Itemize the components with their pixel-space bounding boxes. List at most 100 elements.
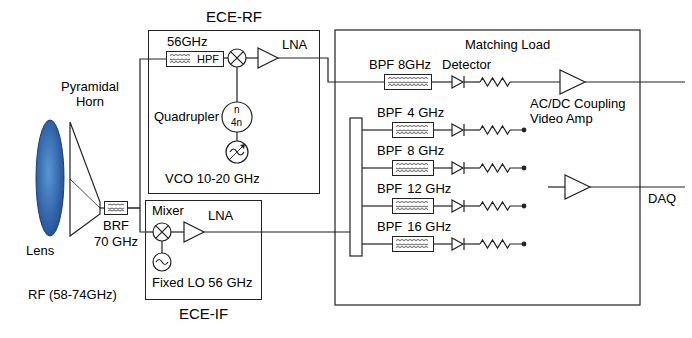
if-chain xyxy=(153,253,171,271)
detector-row xyxy=(480,164,522,172)
filter-wave xyxy=(396,202,428,203)
filter-label: BPF 8GHz xyxy=(369,58,431,73)
rf-chain xyxy=(231,52,244,65)
module-title: ECE-RF xyxy=(206,8,262,25)
filter-symbol xyxy=(393,161,433,175)
detector-row xyxy=(522,242,526,246)
filter-wave xyxy=(396,206,428,207)
filter-label: 8 GHz xyxy=(407,144,444,159)
filter-box: BPF 8GHz xyxy=(384,74,432,90)
detector-row xyxy=(480,202,522,210)
filter-label: 56GHz xyxy=(167,35,207,50)
label-text: Lens xyxy=(26,244,54,259)
detector-row xyxy=(464,167,480,168)
label-text: Matching Load xyxy=(465,38,550,53)
detector-row xyxy=(480,126,522,134)
filter-symbol xyxy=(393,199,433,213)
detector-row xyxy=(480,78,522,86)
filter-label: BPF xyxy=(377,220,402,235)
signal-wire xyxy=(128,59,166,208)
rf-chain xyxy=(236,132,237,141)
detector-rows xyxy=(362,76,526,250)
filter-label: BPF xyxy=(377,182,402,197)
module-title: 70 GHz xyxy=(94,235,138,250)
module-title: BRF xyxy=(103,219,129,234)
if-chain xyxy=(171,231,184,232)
if-chain xyxy=(156,226,169,239)
filter-wave xyxy=(396,133,428,134)
filter-label: 16 GHz xyxy=(407,220,451,235)
filter-wave xyxy=(396,126,428,127)
rf-chain xyxy=(226,141,248,163)
filter-wave xyxy=(396,130,428,131)
label-text: Mixer xyxy=(152,204,184,219)
label-text: Fixed LO 56 GHz xyxy=(152,276,252,291)
rf-chain xyxy=(222,48,320,163)
detector-row xyxy=(452,200,463,212)
rf-chain xyxy=(236,67,237,102)
detector-box xyxy=(565,175,590,199)
pyramidal-horn xyxy=(70,122,104,236)
filter-symbol xyxy=(393,237,433,251)
detector-row xyxy=(362,200,526,212)
filter-symbol xyxy=(105,202,127,214)
detector-row xyxy=(362,124,526,136)
detector-row xyxy=(362,238,526,250)
detector-row xyxy=(434,243,452,244)
rf-chain xyxy=(229,144,245,160)
label-text: LNA xyxy=(282,38,307,53)
detector-row xyxy=(432,76,522,88)
detector-row xyxy=(434,129,452,130)
filter-box: BPF12 GHz xyxy=(392,198,434,214)
detector-row xyxy=(522,204,526,208)
filter-label: 4 GHz xyxy=(407,106,444,121)
detector-box xyxy=(590,186,685,187)
filter-symbol xyxy=(385,75,431,89)
label-text: AC/DC Coupling Video Amp xyxy=(530,97,630,127)
filter-wave xyxy=(396,168,428,169)
pyramidal-horn xyxy=(70,122,100,236)
detector-row xyxy=(464,205,480,206)
if-chain xyxy=(145,231,153,232)
filter-label: 12 GHz xyxy=(407,182,451,197)
detector-row xyxy=(464,129,480,130)
filter-label: BPF xyxy=(377,106,402,121)
label-text: DAQ xyxy=(648,192,676,207)
pyramidal-horn xyxy=(70,179,100,208)
filter-label: HPF xyxy=(197,53,219,66)
label-text: Detector xyxy=(442,58,491,73)
lens xyxy=(36,120,64,236)
if-chain xyxy=(153,223,171,241)
filter-symbol xyxy=(167,52,193,66)
detector-box xyxy=(560,70,585,94)
filter-wave xyxy=(170,55,190,56)
if-chain xyxy=(262,231,350,232)
lens xyxy=(36,120,64,236)
if-chain xyxy=(204,231,262,232)
detector-row xyxy=(522,128,526,132)
detector-box xyxy=(585,81,685,82)
detector-row xyxy=(434,205,452,206)
detector-row xyxy=(452,76,463,88)
filter-wave xyxy=(388,85,428,86)
label-text: Quadrupler xyxy=(154,110,219,125)
detector-row xyxy=(362,243,392,244)
label-text: VCO 10-20 GHz xyxy=(165,172,260,187)
filter-box: BPF4 GHz xyxy=(392,122,434,138)
filter-wave xyxy=(108,208,124,209)
rf-chain xyxy=(246,57,258,58)
if-chain xyxy=(145,222,350,271)
if-chain xyxy=(156,226,169,239)
filter-wave xyxy=(396,209,428,210)
rf-chain xyxy=(278,57,320,58)
rf-chain xyxy=(222,102,252,132)
detector-box xyxy=(335,30,685,305)
detector-row xyxy=(522,166,526,170)
filter-box: 56GHzHPF xyxy=(166,51,224,67)
label-text: LNA xyxy=(208,209,233,224)
detector-box xyxy=(522,81,560,82)
label-text: n xyxy=(234,104,240,116)
rf-chain xyxy=(228,49,246,67)
label-text: Pyramidal Horn xyxy=(52,80,128,110)
